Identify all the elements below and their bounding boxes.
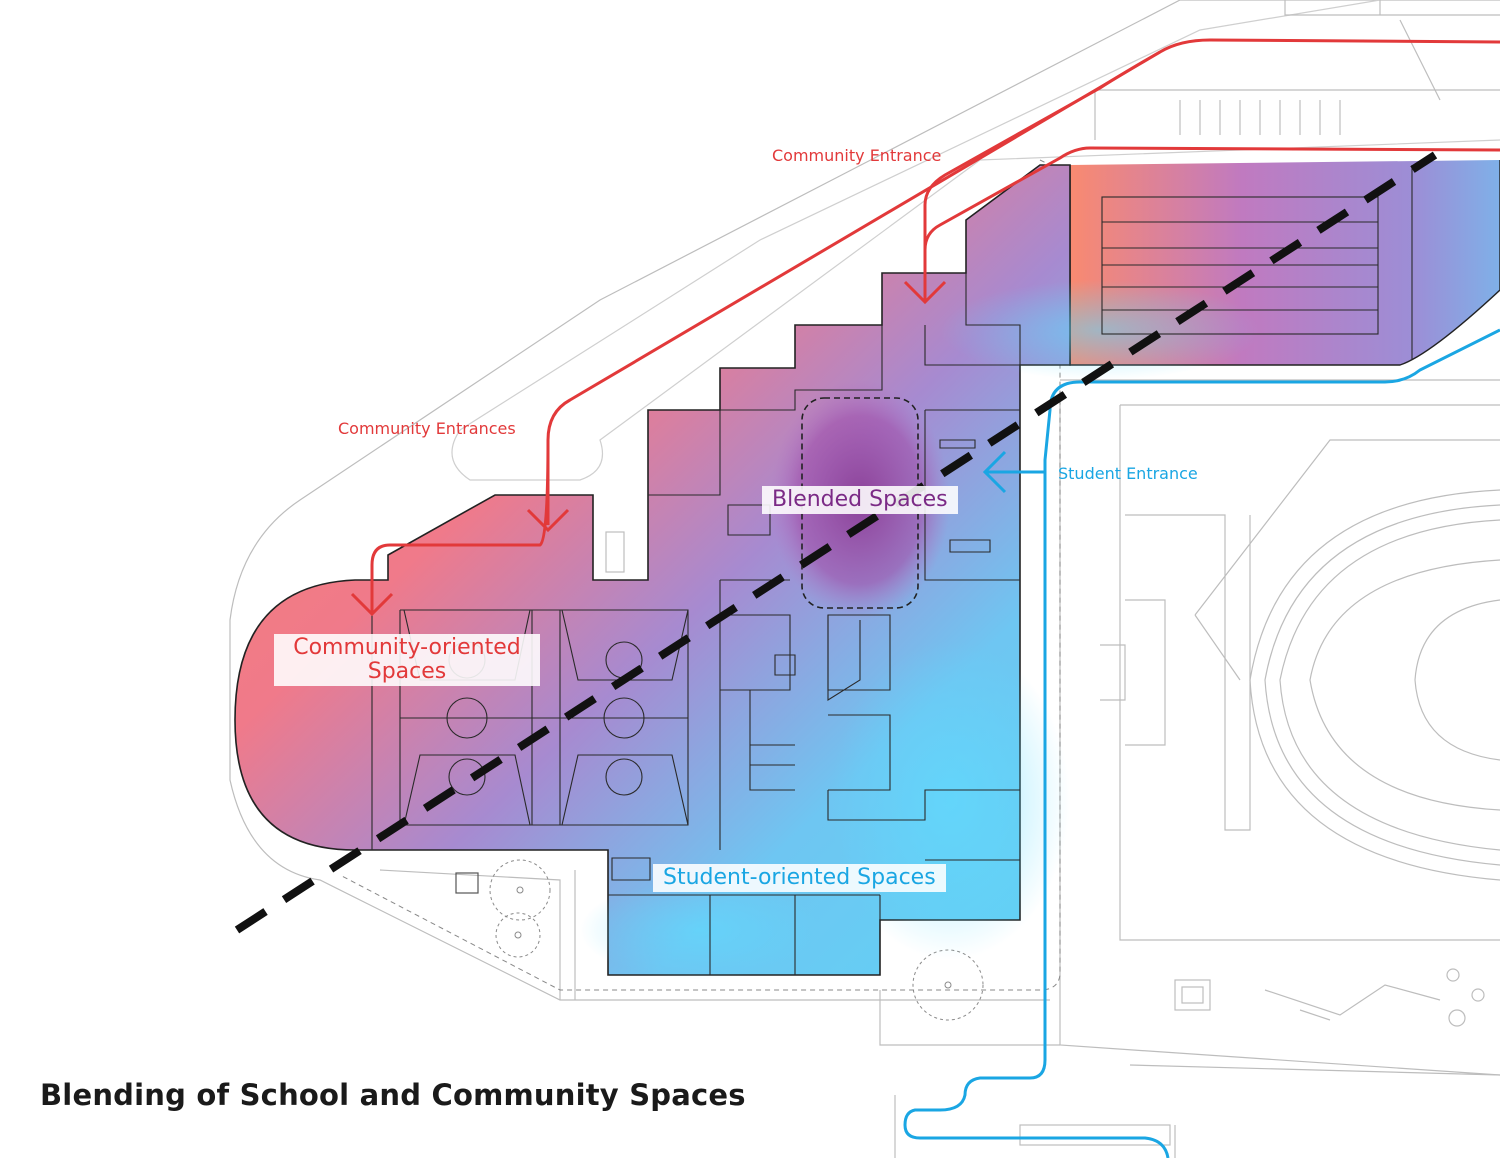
diagram-title: Blending of School and Community Spaces bbox=[40, 1078, 746, 1112]
student-circulation-path bbox=[903, 328, 1500, 1158]
community-entrances-label: Community Entrances bbox=[338, 419, 516, 438]
community-oriented-line1: Community-oriented bbox=[293, 635, 521, 660]
building-footprint bbox=[234, 160, 1500, 980]
community-circulation-path bbox=[350, 38, 1500, 617]
interior-walls bbox=[371, 165, 1413, 975]
community-entrance-label: Community Entrance bbox=[772, 146, 942, 165]
site-context-lines bbox=[229, 0, 1500, 1158]
blended-zone-outline bbox=[801, 397, 919, 609]
student-entrance-label: Student Entrance bbox=[1058, 464, 1198, 483]
blend-divider-line bbox=[234, 151, 1438, 934]
community-oriented-spaces-label: Community-oriented Spaces bbox=[274, 634, 540, 686]
blended-spaces-label: Blended Spaces bbox=[762, 486, 958, 514]
community-oriented-line2: Spaces bbox=[367, 659, 447, 684]
site-boundary-dashed bbox=[339, 159, 1061, 991]
student-oriented-spaces-label: Student-oriented Spaces bbox=[653, 864, 946, 892]
